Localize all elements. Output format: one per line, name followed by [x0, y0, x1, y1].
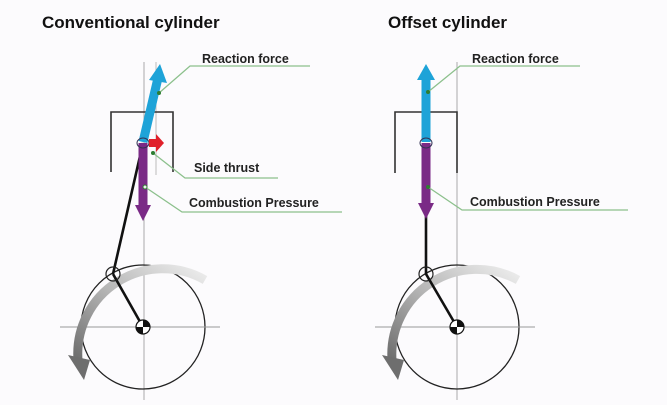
leader-dot — [142, 184, 148, 190]
side-thrust-leader — [152, 152, 278, 179]
reaction-force-leader — [158, 65, 310, 94]
rotation-arrowhead-icon — [382, 355, 404, 380]
leader-dot — [157, 91, 161, 95]
reaction-force-arrow — [138, 64, 167, 144]
rotation-arc — [387, 264, 521, 361]
reaction-force-arrow — [417, 64, 435, 142]
reaction-force-label: Reaction force — [472, 52, 559, 66]
rotation-arrowhead-icon — [68, 355, 90, 380]
reaction-force-label: Reaction force — [202, 52, 289, 66]
combustion-pressure-label: Combustion Pressure — [470, 195, 600, 209]
crank-pin — [418, 266, 434, 282]
connecting-rod — [111, 142, 145, 275]
combustion-pressure-arrow — [135, 143, 151, 221]
combustion-pressure-label: Combustion Pressure — [189, 196, 319, 210]
conventional-cylinder-diagram: Conventional cylinder — [42, 13, 342, 400]
crank-arm — [111, 273, 145, 328]
combustion-pressure-leader — [144, 186, 342, 213]
crank-center-icon — [135, 319, 151, 335]
leader-dot — [151, 151, 155, 155]
combustion-pressure-leader — [427, 186, 628, 211]
offset-cylinder-title: Offset cylinder — [388, 13, 507, 32]
crank-arm — [424, 273, 459, 328]
conventional-cylinder-title: Conventional cylinder — [42, 13, 220, 32]
combustion-pressure-arrow — [418, 143, 434, 219]
reaction-force-leader — [427, 65, 580, 93]
side-thrust-label: Side thrust — [194, 161, 260, 175]
leader-dot — [426, 185, 430, 189]
piston-pin — [419, 137, 433, 149]
crank-pin — [105, 266, 121, 282]
crank-center-icon — [449, 319, 465, 335]
offset-cylinder-diagram: Offset cylinder — [375, 13, 628, 400]
leader-dot — [426, 90, 430, 94]
side-thrust-arrow — [149, 134, 164, 152]
cylinder-wall — [110, 111, 174, 172]
